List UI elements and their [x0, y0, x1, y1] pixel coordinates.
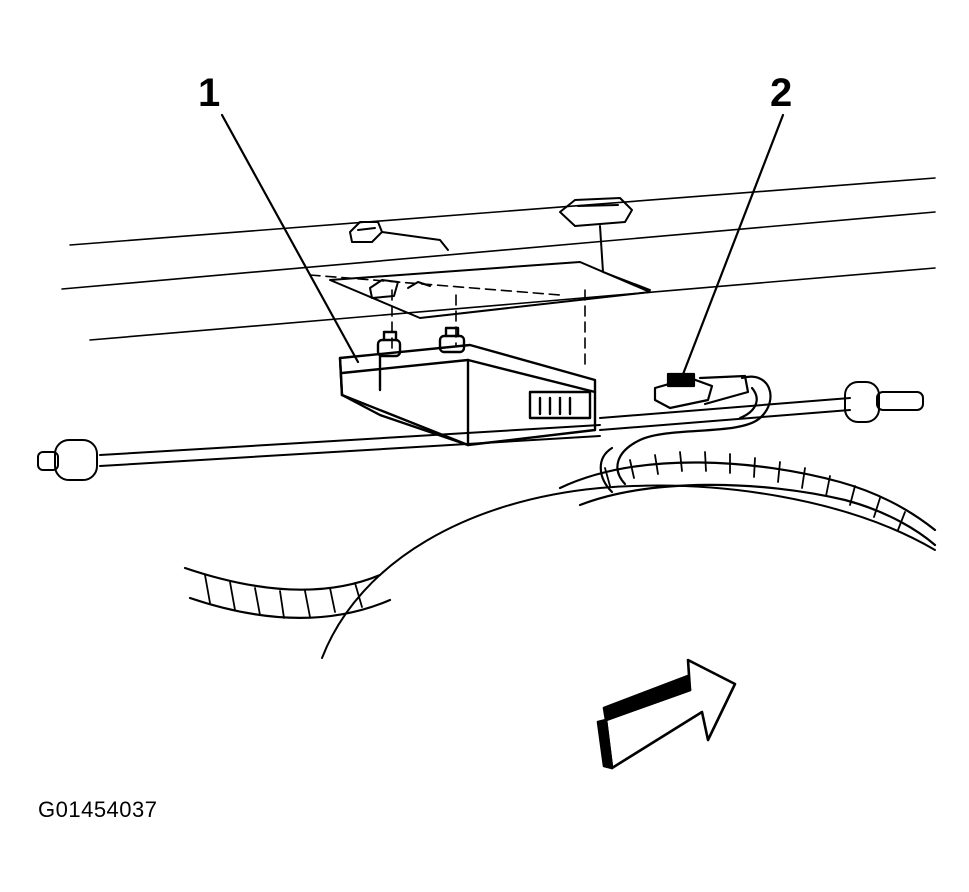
- panel-lines: [61, 177, 936, 341]
- control-module-icon: [338, 326, 597, 447]
- wiring-harness: [183, 375, 937, 620]
- callout-number-1: 1: [198, 71, 221, 115]
- forward-direction-arrow-icon: [596, 658, 737, 770]
- leader-lines: [220, 113, 785, 384]
- body-panel-outline: [321, 484, 936, 659]
- left-rod: [37, 424, 601, 481]
- wiring-connector-icon: [653, 372, 750, 410]
- mounting-bracket-icon: [329, 197, 651, 319]
- figure-id-label: G01454037: [38, 797, 158, 822]
- right-rod: [599, 381, 924, 431]
- callout-number-2: 2: [770, 71, 793, 115]
